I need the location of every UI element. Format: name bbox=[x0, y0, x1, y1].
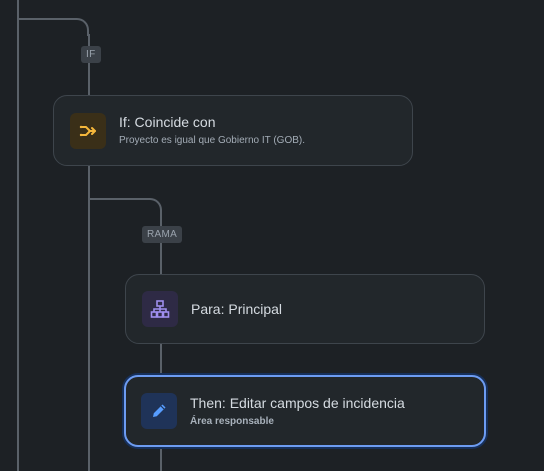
then-node-subtitle: Área responsable bbox=[190, 415, 274, 427]
connector-line-branch bbox=[160, 214, 162, 275]
if-badge: IF bbox=[81, 46, 101, 63]
connector-line-for-then bbox=[160, 343, 162, 376]
connector-line-main bbox=[88, 165, 90, 471]
then-icon-container bbox=[141, 393, 177, 429]
then-action-node[interactable]: Then: Editar campos de incidencia Área r… bbox=[124, 375, 486, 447]
connector-line-if bbox=[88, 34, 90, 96]
branch-badge: RAMA bbox=[142, 226, 183, 243]
for-branch-node[interactable]: Para: Principal bbox=[125, 274, 485, 344]
if-node-subtitle: Proyecto es igual que Gobierno IT (GOB). bbox=[119, 135, 306, 146]
pencil-icon bbox=[153, 404, 166, 417]
for-icon-container bbox=[142, 291, 178, 327]
connector-line-then-down bbox=[160, 446, 162, 471]
connector-line-left bbox=[17, 0, 19, 471]
if-icon-container bbox=[70, 112, 106, 149]
for-node-title: Para: Principal bbox=[191, 301, 283, 317]
connector-line-top bbox=[17, 18, 73, 20]
hierarchy-icon bbox=[150, 300, 170, 318]
then-node-title: Then: Editar campos de incidencia bbox=[190, 394, 405, 411]
if-node-title: If: Coincide con bbox=[119, 114, 216, 130]
connector-line-branch-h bbox=[88, 198, 146, 200]
connector-curve-branch bbox=[144, 198, 162, 216]
if-condition-node[interactable]: If: Coincide con Proyecto es igual que G… bbox=[53, 95, 413, 166]
connector-curve-top bbox=[71, 18, 89, 36]
branch-icon bbox=[79, 125, 96, 136]
